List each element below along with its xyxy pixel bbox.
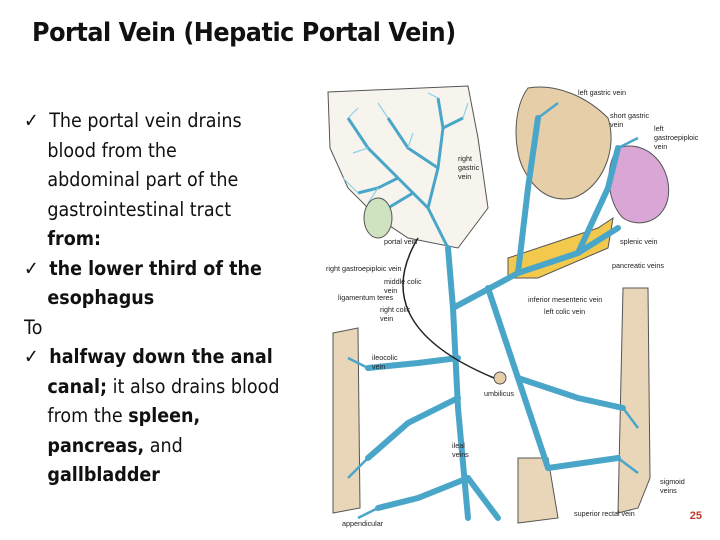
ascending-colon-shape [332, 327, 361, 514]
bullet-text: it also drains blood [107, 374, 280, 398]
label-left-gastroepiploic: gastroepiploic [654, 133, 699, 142]
label-ileocolic: ileocolic [372, 353, 398, 362]
check-icon: ✓ [24, 345, 39, 368]
label-short-gastric: vein [610, 120, 623, 129]
label-ileal-veins: veins [452, 450, 469, 459]
bullet-list: ✓ The portal vein drains blood from the … [24, 106, 324, 490]
label-right-colic: vein [380, 314, 393, 323]
umbilicus-shape [493, 371, 507, 385]
label-right-colic: right colic [380, 305, 411, 314]
label-short-gastric: short gastric [610, 111, 650, 120]
bullet-text: pancreas, [47, 433, 145, 457]
label-left-gastric: left gastric vein [578, 88, 626, 97]
label-ileal-veins: ileal [452, 441, 465, 450]
bullet-text: the lower third of the [49, 256, 262, 280]
stomach-shape [515, 86, 612, 200]
portal-vein-tree [365, 115, 626, 521]
bullet-text-line: from the spleen, [24, 401, 294, 431]
label-middle-colic: vein [384, 286, 397, 295]
bullet-text: from: [47, 227, 102, 250]
bullet-text: gallbladder [47, 463, 160, 486]
connector-text: To [24, 315, 43, 339]
descending-colon-shape [617, 287, 651, 514]
bullet-text: spleen, [128, 404, 201, 427]
label-inferior-mesenteric: inferior mesenteric vein [528, 295, 602, 304]
bullet-text-line: canal; it also drains blood [24, 372, 294, 402]
page-number: 25 [689, 510, 702, 522]
bullet-3: ✓ halfway down the anal [24, 342, 294, 372]
check-icon: ✓ [24, 109, 39, 132]
portal-vein-diagram: left gastric vein short gastric vein lef… [326, 85, 699, 528]
bullet-2: ✓ the lower third of the [24, 254, 294, 284]
bullet-text: blood from the [47, 138, 177, 162]
label-sigmoid-veins: veins [660, 486, 677, 495]
label-right-gastric: vein [458, 172, 471, 181]
bullet-text: gastrointestinal tract [47, 197, 232, 221]
label-superior-rectal: superior rectal vein [574, 509, 635, 518]
label-pancreatic-veins: pancreatic veins [612, 261, 664, 270]
gallbladder-shape [363, 197, 393, 239]
bullet-text: halfway down the anal [49, 345, 273, 368]
ligamentum-teres-shape [402, 237, 495, 379]
label-sigmoid-veins: sigmoid [660, 477, 685, 486]
label-appendicular: appendicular [342, 519, 384, 528]
label-ileocolic: vein [372, 362, 385, 371]
slide-title: Portal Vein (Hepatic Portal Vein) [32, 18, 456, 48]
bullet-1: ✓ The portal vein drains [24, 106, 294, 136]
small-vein-branches [347, 102, 639, 520]
label-left-gastroepiploic: vein [654, 142, 667, 151]
label-right-gastric: right [458, 154, 472, 163]
label-portal-vein: portal vein [384, 237, 417, 246]
label-right-gastroepiploic: right gastroepiploic vein [326, 264, 402, 273]
bullet-text: abdominal part of the [47, 168, 239, 191]
bullet-text: The portal vein drains [49, 109, 242, 132]
label-left-gastroepiploic: left [654, 124, 664, 133]
bullet-text: canal; [47, 374, 108, 398]
label-umbilicus: umbilicus [484, 389, 514, 398]
check-icon: ✓ [24, 256, 39, 280]
bullet-text: and [144, 433, 183, 457]
label-splenic-vein: splenic vein [620, 237, 658, 246]
label-left-colic: left colic vein [544, 307, 585, 316]
bullet-text: esophagus [47, 286, 155, 309]
label-middle-colic: middle colic [384, 277, 422, 286]
bullet-text: from the [47, 404, 129, 427]
bullet-text-line: pancreas, and [24, 431, 294, 461]
label-ligamentum-teres: ligamentum teres [338, 293, 394, 302]
rectum-shape [517, 457, 559, 524]
label-right-gastric: gastric [458, 163, 480, 172]
